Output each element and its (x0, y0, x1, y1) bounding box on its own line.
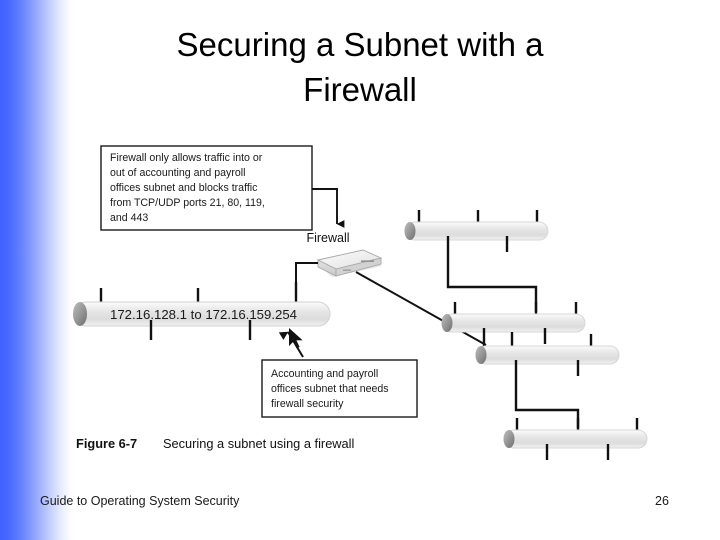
link-segment3-to-segment4 (514, 378, 580, 428)
network-segment-3 (475, 332, 620, 378)
callout-bottom-line-1: Accounting and payroll (271, 368, 378, 380)
page-title: Securing a Subnet with a Firewall (72, 22, 648, 112)
callout-bottom-line-3: firewall security (271, 398, 344, 410)
link-segment1-to-segment2 (446, 254, 538, 312)
page-title-line-1: Securing a Subnet with a (176, 26, 544, 63)
figure-caption-number: Figure 6-7 (76, 436, 137, 451)
figure-caption-text: Securing a subnet using a firewall (163, 436, 354, 451)
link-firewall-to-subnet (295, 262, 318, 304)
leader-callout-to-firewall (312, 188, 345, 228)
footer-book-title: Guide to Operating System Security (40, 494, 240, 508)
link-firewall-to-network (355, 271, 487, 346)
callout-top-line-4: from TCP/UDP ports 21, 80, 119, (110, 197, 265, 209)
network-segment-2 (441, 302, 586, 346)
footer-page-number: 26 (655, 494, 669, 508)
callout-top-line-3: offices subnet and blocks traffic (110, 182, 258, 194)
subnet-bus-bar: 172.16.128.1 to 172.16.159.254 (73, 282, 331, 340)
firewall-appliance-icon (316, 249, 383, 277)
callout-top-line-1: Firewall only allows traffic into or (110, 152, 263, 164)
callout-bottom-line-2: offices subnet that needs (271, 383, 389, 395)
callout-subnet-description: Accounting and payroll offices subnet th… (261, 359, 418, 418)
callout-top-line-5: and 443 (110, 212, 148, 224)
page-title-line-2: Firewall (303, 71, 417, 108)
callout-top-line-2: out of accounting and payroll (110, 167, 245, 179)
network-segment-1 (404, 210, 549, 254)
subnet-ip-range-label: 172.16.128.1 to 172.16.159.254 (110, 307, 297, 322)
mouse-cursor (289, 328, 303, 349)
left-accent-stripe (0, 0, 72, 540)
callout-firewall-rules: Firewall only allows traffic into or out… (100, 145, 313, 231)
figure-caption: Figure 6-7 Securing a subnet using a fir… (76, 436, 354, 451)
firewall-device-label: Firewall (306, 231, 349, 245)
network-segment-4 (503, 418, 648, 460)
figure-diagram: Firewall only allows traffic into or out… (0, 132, 720, 472)
